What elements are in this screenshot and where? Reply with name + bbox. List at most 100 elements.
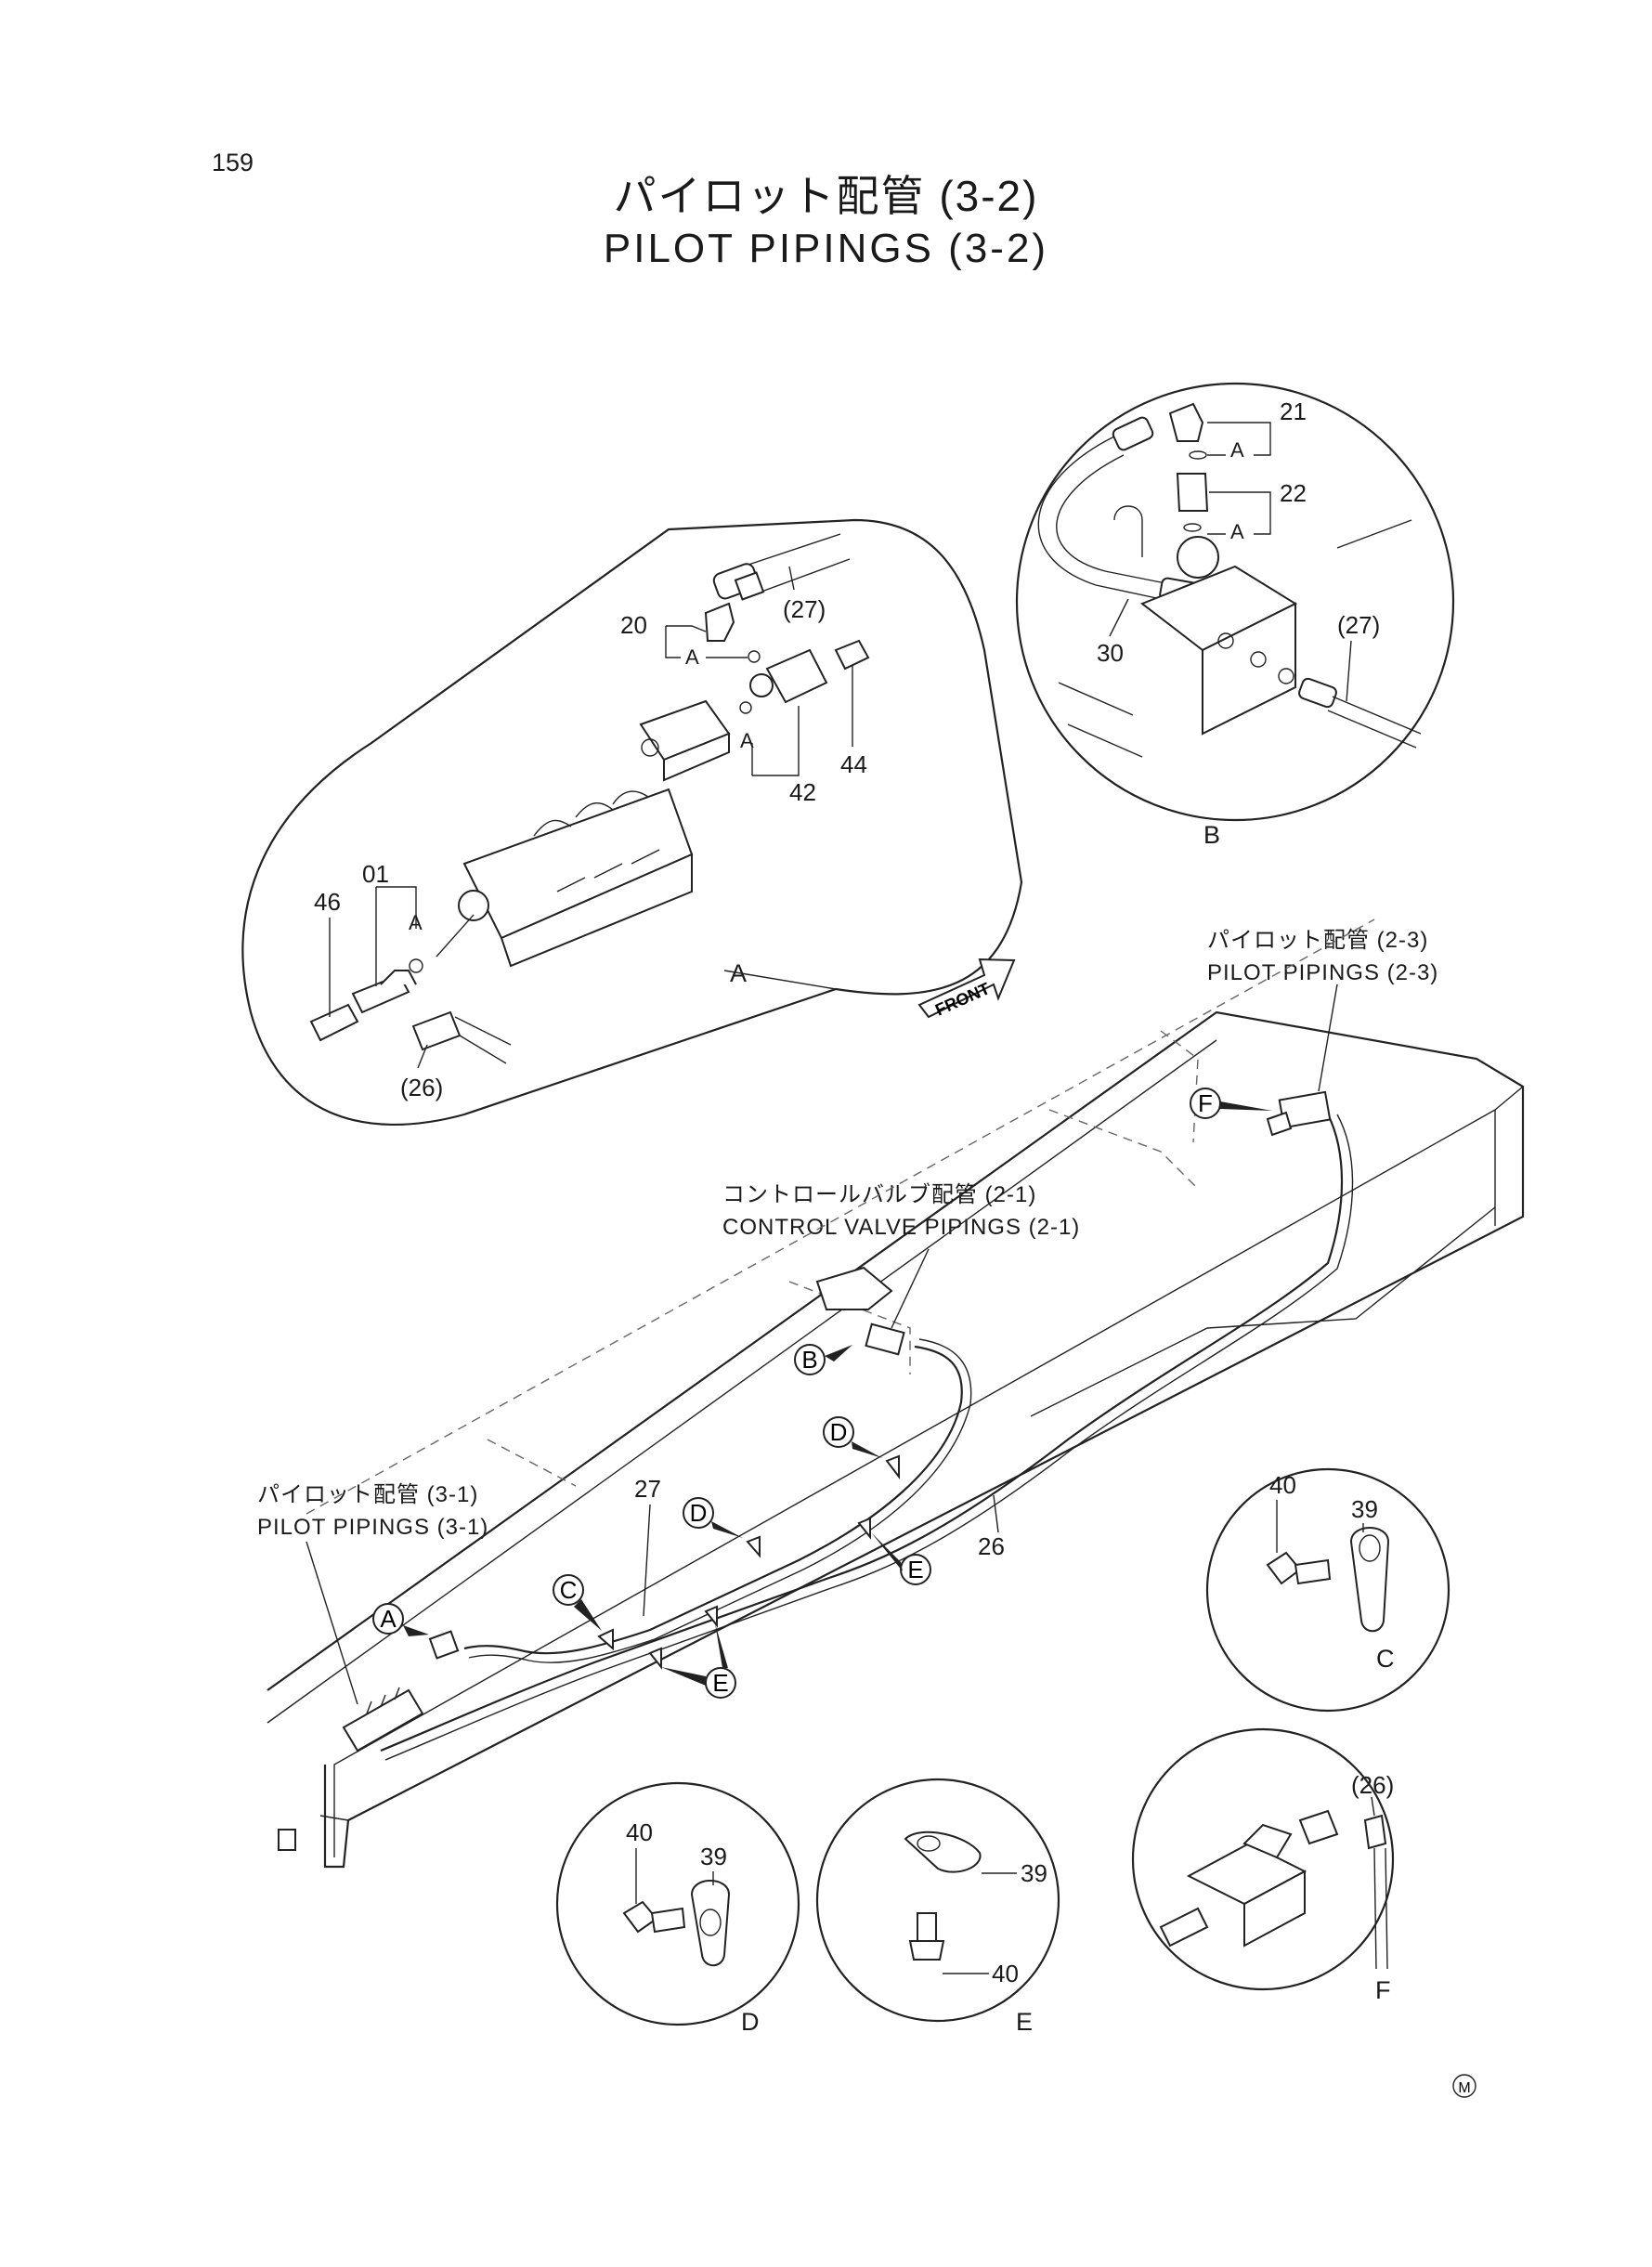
bolt-40-head-e <box>908 1940 945 1961</box>
leader-20 <box>666 625 707 632</box>
part-40-label-e: 40 <box>992 1960 1019 1987</box>
part-39-label-e: 39 <box>1021 1859 1047 1887</box>
control-valve-spools <box>533 790 649 837</box>
leader-20b <box>665 626 748 658</box>
marker-f: F <box>1190 1088 1272 1119</box>
leader-pilot-2-3 <box>1318 984 1338 1092</box>
frame-small-block <box>278 1829 296 1851</box>
marker-a: A <box>372 1603 429 1636</box>
ref-pilot-2-3-jp: パイロット配管 (2-3) <box>1207 928 1429 953</box>
hose-27-segment-b <box>1327 696 1422 749</box>
leader-hose-26 <box>993 1494 999 1533</box>
svg-text:E: E <box>907 1556 923 1583</box>
hose-27-segment-a <box>742 533 851 595</box>
detail-f-letter: F <box>1375 1976 1391 2004</box>
svg-text:F: F <box>1198 1089 1213 1117</box>
pilot-port-2 <box>1250 651 1267 668</box>
valve-f-fitting <box>1266 1111 1293 1137</box>
detail-e-view <box>815 1778 1060 2023</box>
ref-pilot-2-3-en: PILOT PIPINGS (2-3) <box>1207 960 1439 985</box>
elbow-21 <box>1168 402 1204 442</box>
frame-outline-b <box>1058 519 1412 758</box>
detail-b-letter: B <box>1203 821 1221 849</box>
o-ring-21 <box>1189 450 1207 460</box>
leader-hose-27 <box>643 1504 651 1617</box>
o-ring-mark-a2: A <box>740 729 754 752</box>
leader-21 <box>1207 422 1271 456</box>
main-control-valve <box>342 1688 424 1752</box>
clamp-d2 <box>885 1454 900 1479</box>
hose-26-label: 26 <box>978 1532 1005 1560</box>
detail-d-letter: D <box>741 2008 760 2036</box>
frame-edge-lines <box>267 1039 1524 1821</box>
marker-e1: E <box>661 1623 736 1699</box>
corner-mark: M <box>1452 2074 1476 2098</box>
clamp-39-hole-c <box>1359 1534 1381 1562</box>
leader-27b <box>1346 640 1352 702</box>
detail-e-letter: E <box>1016 2008 1034 2036</box>
detail-b-view <box>1015 382 1455 822</box>
valve-b-assembly <box>815 1266 893 1310</box>
part-26-ref-label-a: (26) <box>400 1074 444 1101</box>
svg-text:D: D <box>690 1499 708 1527</box>
part-40-label-d: 40 <box>626 1818 653 1846</box>
main-valve-fitting-a <box>428 1630 460 1660</box>
valve-block-f-side <box>1243 1870 1306 1948</box>
leader-01 <box>375 886 417 986</box>
hose-27-route-edge <box>468 1338 972 1663</box>
part-39-label-c: 39 <box>1351 1495 1378 1523</box>
part-21-label: 21 <box>1280 397 1307 425</box>
detail-f-view <box>1131 1727 1395 1991</box>
o-ring-mark-a1: A <box>685 645 699 669</box>
hose-26-route <box>380 1114 1344 1752</box>
front-arrow-shape <box>917 958 1016 1019</box>
pilot-valve-boss <box>1177 536 1219 579</box>
elbow-20 <box>704 602 735 642</box>
leader-27a <box>788 566 795 591</box>
ref-control-valve-2-1-en: CONTROL VALVE PIPINGS (2-1) <box>722 1215 1081 1240</box>
small-valve-block-side <box>663 732 730 782</box>
leaders-e <box>943 1872 1017 1974</box>
svg-text:E: E <box>712 1669 728 1697</box>
plug-46 <box>309 1003 359 1042</box>
part-39-label-d: 39 <box>700 1843 727 1870</box>
o-ring-22 <box>1183 523 1202 532</box>
main-view-markers: A B C D D E E <box>372 1088 1272 1699</box>
svg-text:A: A <box>380 1605 397 1633</box>
part-44-label: 44 <box>840 750 867 778</box>
part-27-ref-label-b: (27) <box>1337 611 1381 639</box>
detail-b-outline <box>1015 382 1455 822</box>
part-22-label: 22 <box>1280 479 1307 507</box>
svg-text:M: M <box>1458 2080 1470 2096</box>
clamp-39-d <box>690 1880 731 1967</box>
hose-end-fitting-26 <box>411 1010 462 1051</box>
page-title-en: PILOT PIPINGS (3-2) <box>603 226 1049 271</box>
detail-c-outline <box>1205 1467 1450 1713</box>
clamp-e1 <box>648 1647 662 1670</box>
hose-end-fitting-30a <box>1112 416 1154 451</box>
o-ring-01 <box>409 958 423 973</box>
main-control-valve-spools <box>366 1687 400 1714</box>
valve-block-f-fitting-left <box>1159 1907 1209 1948</box>
valve-block-f-fitting-top <box>1242 1823 1293 1859</box>
clamp-e2 <box>704 1605 718 1628</box>
bolt-40-shank-c <box>1294 1558 1332 1585</box>
svg-text:D: D <box>830 1418 848 1446</box>
small-valve-port <box>641 738 659 757</box>
part-01-label: 01 <box>362 860 389 888</box>
marker-b: B <box>794 1344 852 1375</box>
detail-c-view <box>1205 1467 1450 1713</box>
detail-f-outline <box>1131 1727 1395 1991</box>
connector-22 <box>1176 473 1209 512</box>
control-valve-port <box>458 890 489 921</box>
svg-text:C: C <box>560 1576 578 1604</box>
valve-b-block <box>865 1322 905 1356</box>
main-frame-view <box>267 919 1525 1869</box>
leader-26f <box>1371 1796 1375 1817</box>
part-30-label: 30 <box>1097 639 1124 667</box>
control-valve-ribs <box>556 849 660 892</box>
frame-inner-edge <box>333 1109 1496 1857</box>
frame-crossmember <box>1030 1206 1496 1417</box>
part-42-label: 42 <box>789 778 816 806</box>
